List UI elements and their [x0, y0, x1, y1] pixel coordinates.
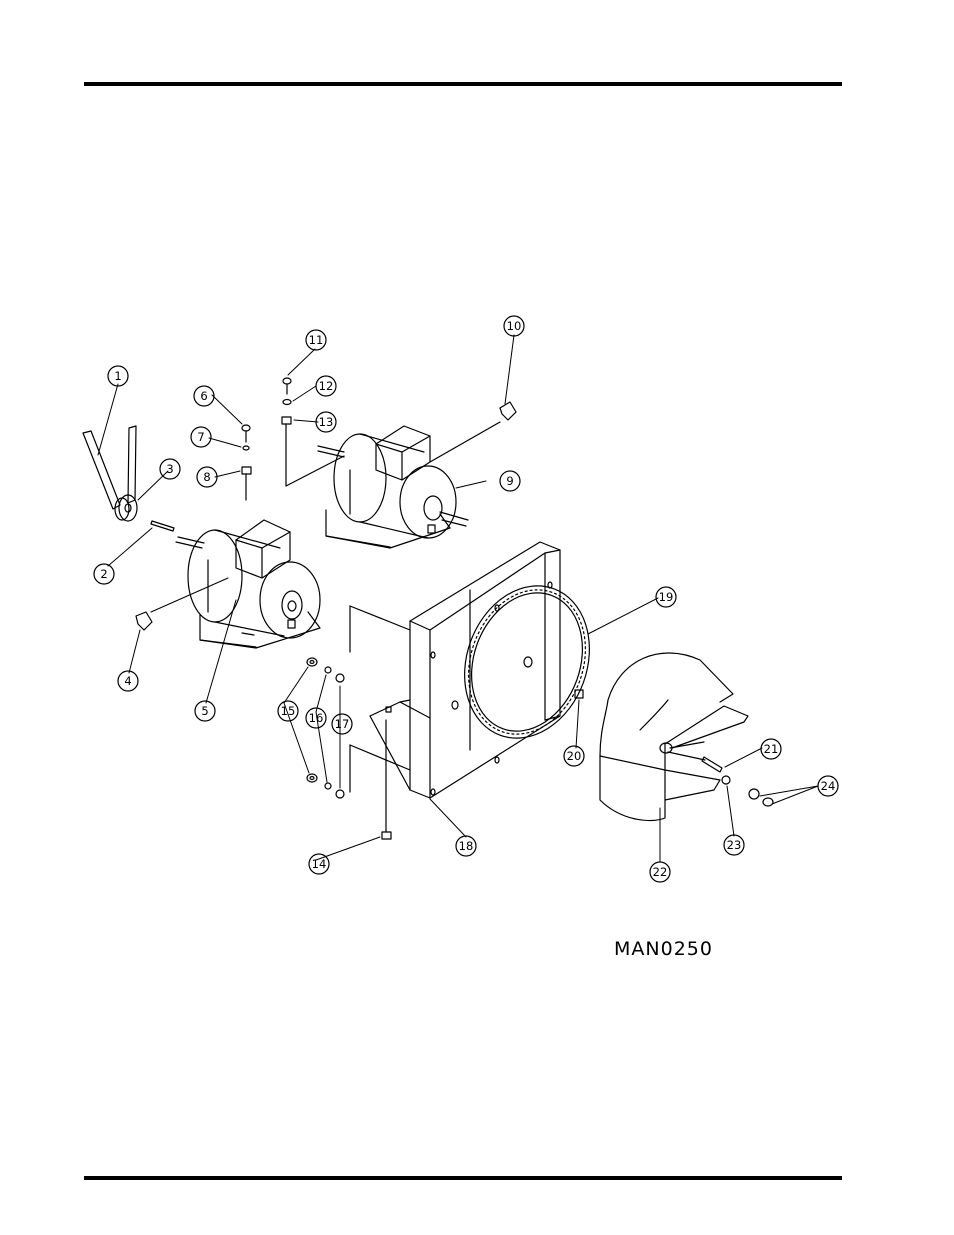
callout-23: 23 [727, 838, 742, 852]
hub-hardware-drawing [701, 756, 774, 807]
callout-19: 19 [659, 590, 674, 604]
callout-13: 13 [319, 415, 334, 429]
callout-2: 2 [100, 567, 107, 581]
housing-drawing [349, 541, 561, 840]
callout-6: 6 [200, 389, 207, 403]
pulley-drawing [114, 494, 138, 522]
callout-12: 12 [319, 379, 334, 393]
clip-4-drawing [135, 611, 153, 631]
key-drawing [150, 520, 175, 532]
callout-16: 16 [309, 711, 324, 725]
callout-17: 17 [335, 717, 350, 731]
callout-labels: 1 2 3 4 5 6 7 8 9 10 11 12 13 14 15 16 1… [100, 319, 835, 879]
callout-circles [93, 315, 839, 883]
ring-nut-drawing [574, 689, 584, 699]
callout-20: 20 [567, 749, 582, 763]
callout-14: 14 [312, 857, 327, 871]
left-motor-drawing [175, 519, 321, 649]
callout-3: 3 [166, 462, 173, 476]
leader-lines [97, 334, 819, 863]
figure-code: MAN0250 [614, 938, 713, 960]
small-fasteners-drawing [241, 377, 345, 501]
callout-15: 15 [281, 704, 296, 718]
belt-drawing [82, 425, 137, 510]
right-motor-drawing [317, 421, 501, 549]
callout-24: 24 [821, 779, 836, 793]
fan-blade-drawing [599, 652, 749, 822]
washers-nuts-drawing [306, 657, 345, 799]
callout-21: 21 [764, 742, 779, 756]
callout-8: 8 [203, 470, 210, 484]
bottom-rule [84, 1176, 842, 1180]
callout-22: 22 [653, 865, 668, 879]
callout-7: 7 [197, 430, 204, 444]
callout-11: 11 [309, 333, 324, 347]
callout-9: 9 [506, 474, 513, 488]
callout-4: 4 [124, 674, 131, 688]
orifice-ring-drawing [464, 585, 590, 739]
callout-18: 18 [459, 839, 474, 853]
callout-5: 5 [201, 704, 208, 718]
clip-10-drawing [499, 401, 517, 421]
top-rule [84, 82, 842, 86]
callout-10: 10 [507, 319, 522, 333]
callout-1: 1 [114, 369, 121, 383]
